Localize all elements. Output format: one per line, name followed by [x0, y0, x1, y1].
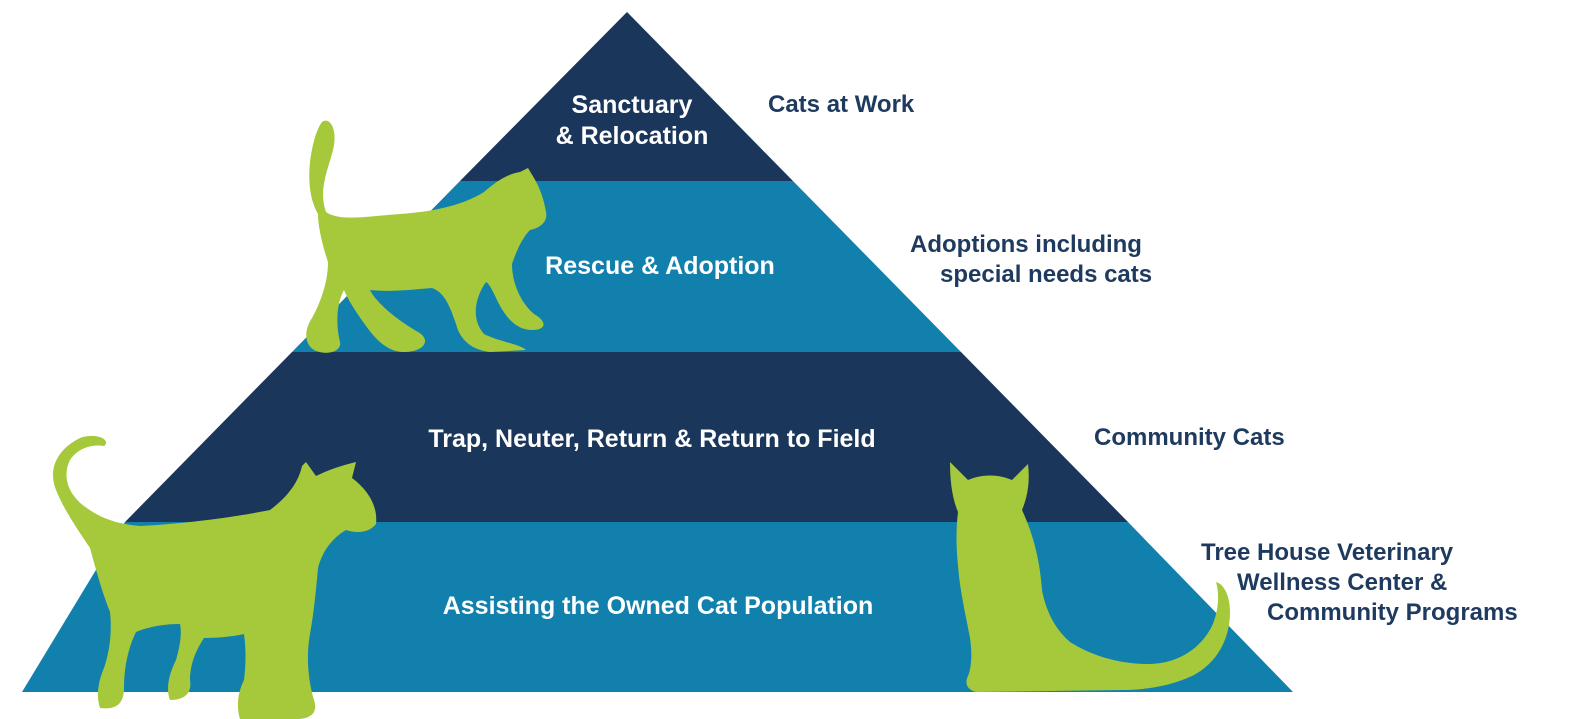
tier-3-label: Trap, Neuter, Return & Return to Field — [428, 425, 876, 453]
tier-3-band — [125, 352, 1128, 522]
tier-4-description: Tree House Veterinary Wellness Center & … — [1201, 539, 1518, 626]
tier-2-label: Rescue & Adoption — [545, 252, 775, 280]
sitting-cat-icon — [950, 462, 1230, 692]
tier-3-description: Community Cats — [1094, 424, 1285, 451]
tier-1-band — [460, 12, 793, 181]
walking-cat-icon — [306, 120, 547, 353]
tier-2-description: Adoptions including special needs cats — [910, 231, 1153, 288]
standing-cat-icon — [53, 435, 377, 719]
tier-1-label: Sanctuary & Relocation — [555, 91, 709, 150]
tier-4-label: Assisting the Owned Cat Population — [442, 592, 874, 620]
tier-1-description: Cats at Work — [768, 91, 915, 118]
